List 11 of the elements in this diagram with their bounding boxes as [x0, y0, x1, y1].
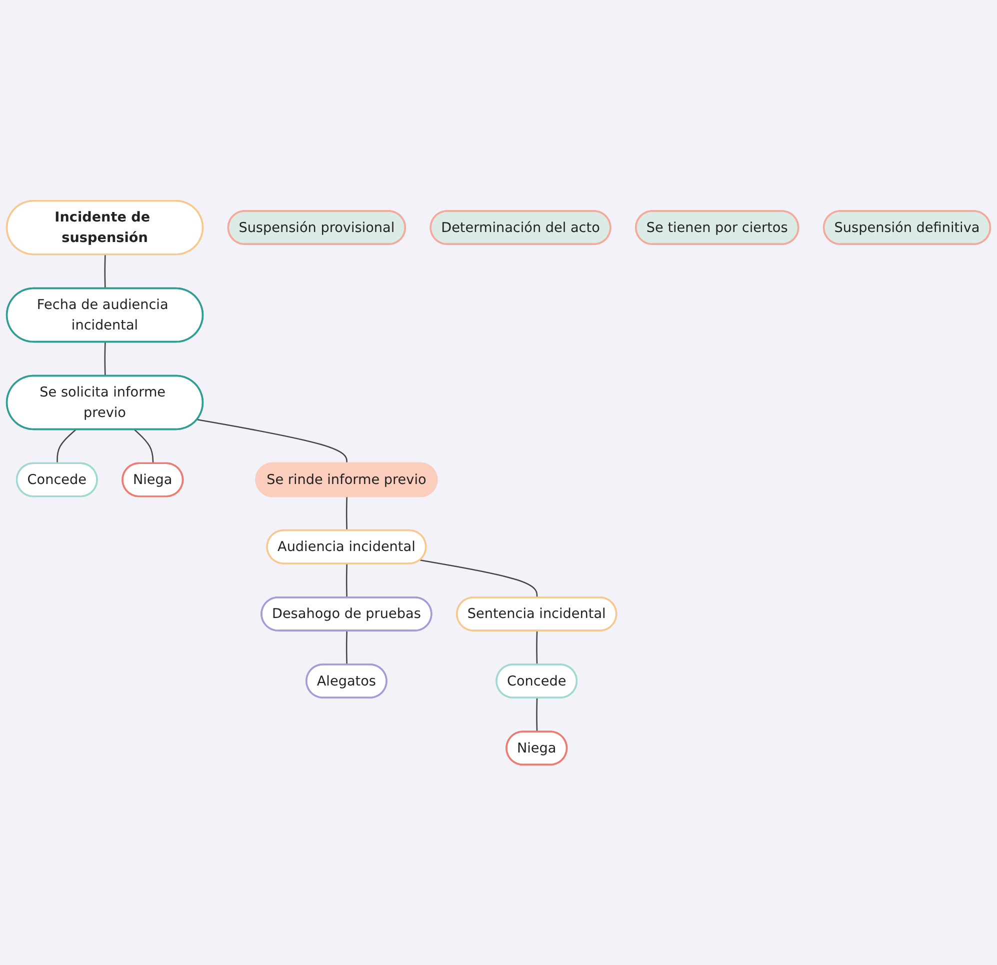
connector: [346, 496, 348, 530]
connector: [346, 564, 348, 598]
connector: [536, 630, 538, 665]
connector: [56, 428, 76, 464]
connector: [197, 418, 348, 464]
connector: [420, 559, 538, 598]
connector: [346, 630, 348, 665]
connector: [104, 254, 106, 288]
connector: [104, 342, 106, 376]
connector: [134, 428, 154, 464]
connector: [536, 698, 538, 732]
